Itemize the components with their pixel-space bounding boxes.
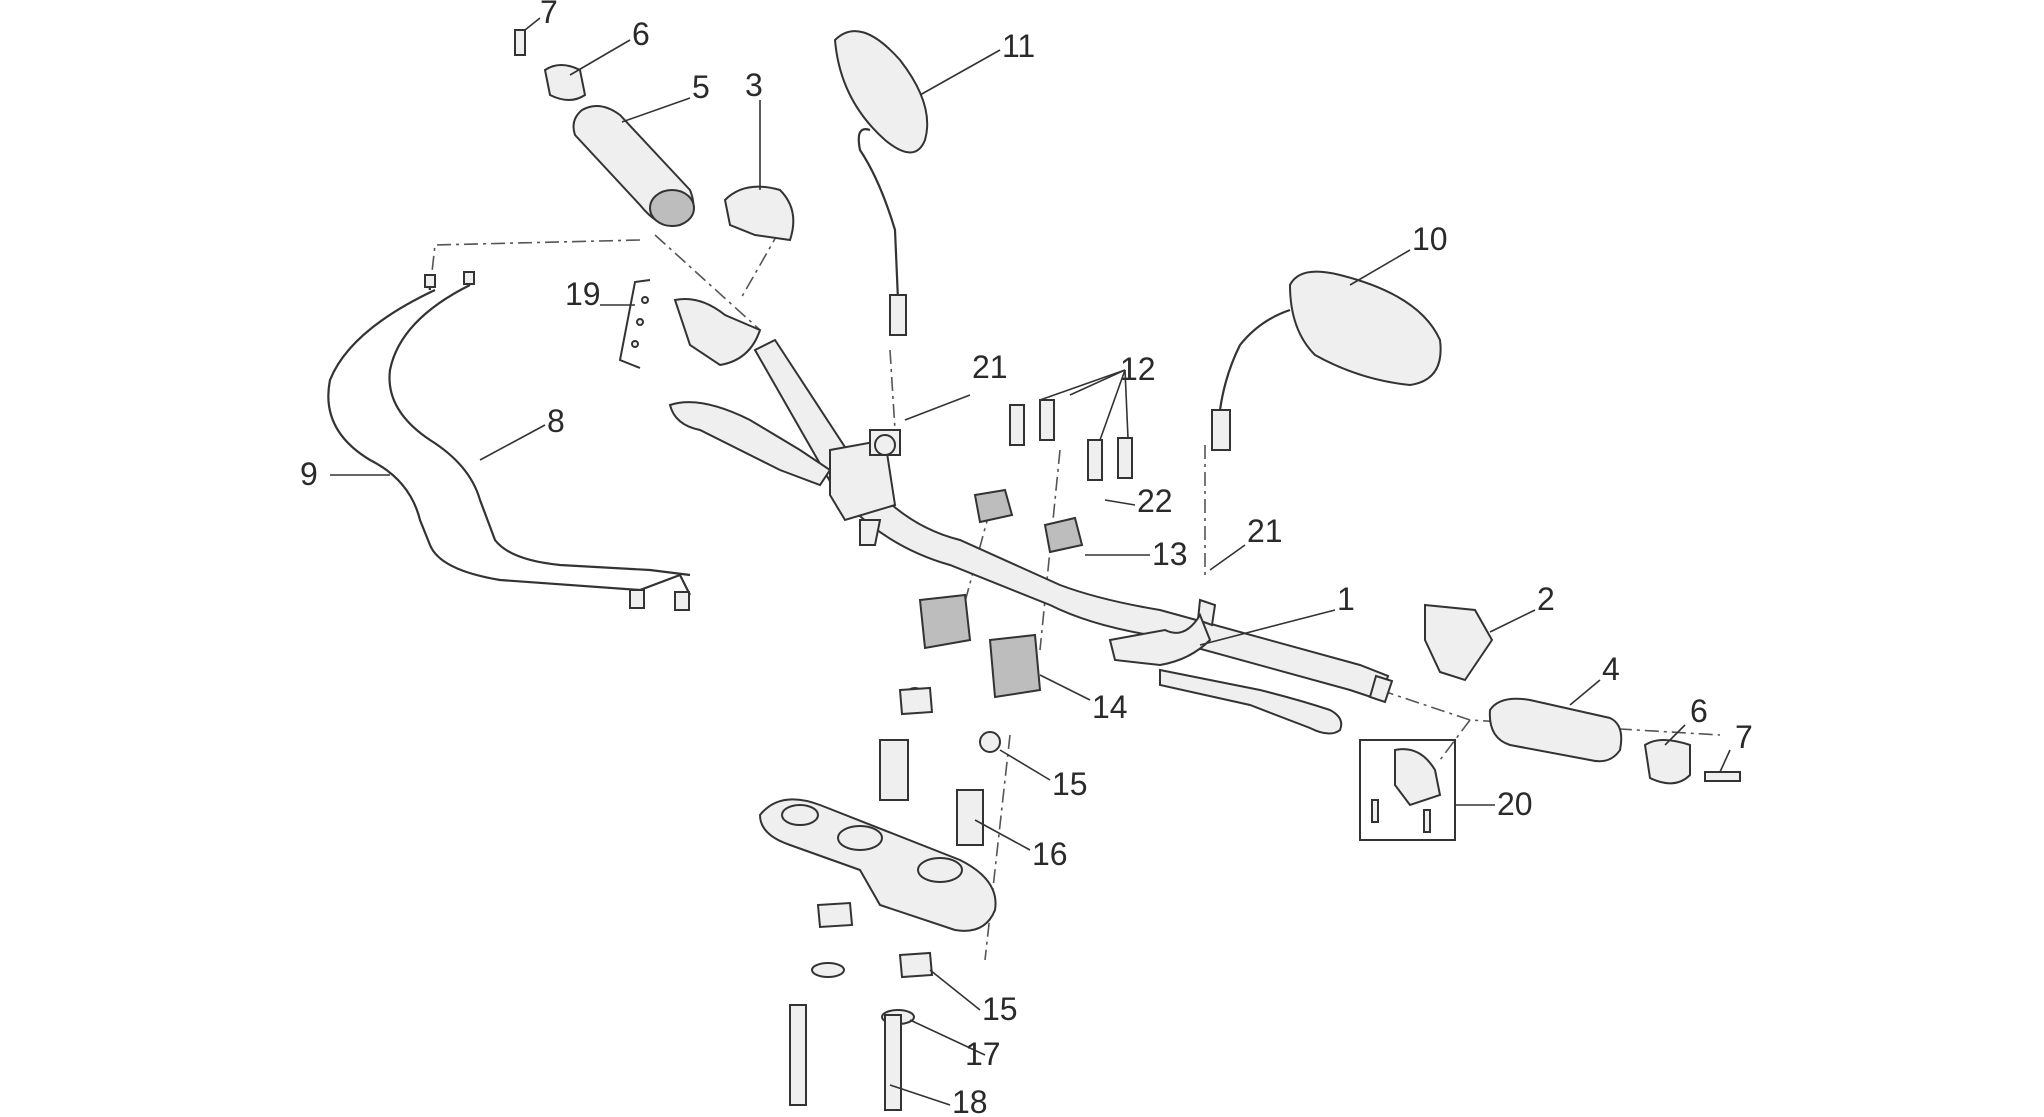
throttle-cables [327, 271, 691, 611]
riser-clamps [904, 488, 1084, 753]
spacers [811, 686, 984, 1025]
callout-label: 20 [1497, 786, 1533, 822]
callout-label: 18 [952, 1084, 988, 1117]
leader-lines [330, 17, 1731, 1106]
left-grip-assembly [514, 29, 795, 242]
callout-label: 6 [1690, 693, 1708, 729]
callout-label: 22 [1137, 483, 1173, 519]
callout-label: 16 [1032, 836, 1068, 872]
callout-label: 14 [1092, 689, 1128, 725]
callout-label: 9 [300, 456, 318, 492]
right-grip-assembly [1488, 697, 1741, 785]
callout-label: 7 [1735, 719, 1753, 755]
right-lever-assembly [1108, 612, 1343, 735]
right-switch [1424, 603, 1494, 682]
top-yoke [758, 798, 997, 932]
callout-label: 8 [547, 403, 565, 439]
callout-labels: 1 2 3 4 5 6 6 7 7 8 9 10 11 12 13 14 15 … [300, 0, 1753, 1117]
callout-label: 15 [982, 991, 1018, 1027]
right-mirror [1211, 270, 1442, 451]
left-lever-assembly [668, 401, 901, 546]
callout-label: 2 [1537, 581, 1555, 617]
callout-label: 6 [632, 16, 650, 52]
callout-label: 5 [692, 69, 710, 105]
callout-label: 4 [1602, 651, 1620, 687]
callout-label: 10 [1412, 221, 1448, 257]
callout-label: 3 [745, 67, 763, 103]
callout-label: 15 [1052, 766, 1088, 802]
riser-bolts [1009, 399, 1133, 481]
callout-label: 1 [1337, 581, 1355, 617]
lower-bolts [789, 1004, 902, 1111]
callout-label: 12 [1120, 351, 1156, 387]
callout-label: 17 [965, 1036, 1001, 1072]
callout-label: 7 [540, 0, 558, 30]
callout-label: 21 [972, 349, 1008, 385]
callout-label: 21 [1247, 513, 1283, 549]
right-switch-housing [1359, 739, 1456, 841]
left-mirror [833, 30, 929, 336]
left-switch-housing [618, 279, 762, 369]
callout-label: 11 [1002, 28, 1035, 64]
callout-label: 13 [1152, 536, 1188, 572]
handlebar [753, 338, 1394, 704]
callout-label: 19 [565, 276, 601, 312]
